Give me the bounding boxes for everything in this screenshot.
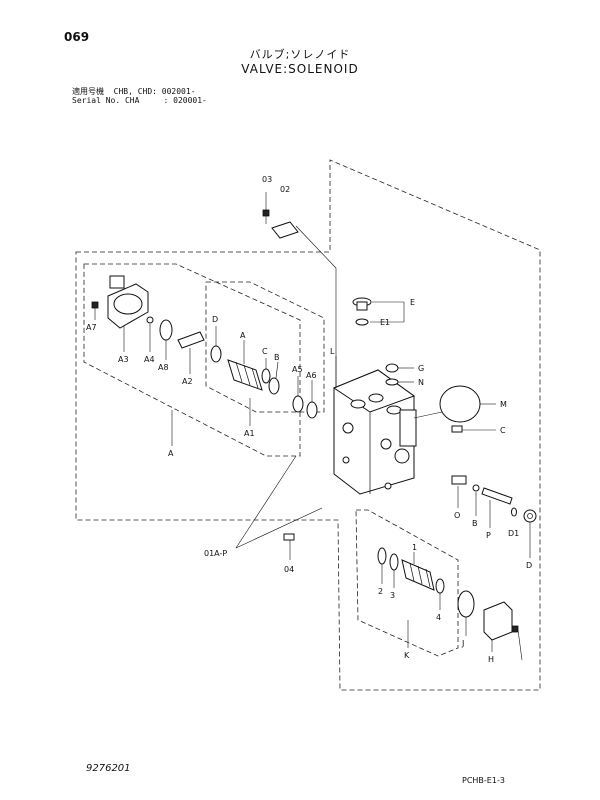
callout-a2: A2 [182, 377, 193, 386]
spool-a-upper [227, 340, 263, 391]
o-ring-n [385, 378, 414, 386]
leader-01a-p-1 [235, 507, 323, 549]
cover-h [483, 601, 513, 652]
drawing-number: 9276201 [86, 763, 131, 774]
callout-01a-p: 01A-P [204, 549, 227, 558]
ring-a6 [306, 380, 318, 419]
gasket-plate-02 [271, 221, 299, 239]
valve-body [332, 369, 417, 495]
group-outline-a1 [205, 281, 325, 413]
ring-a5 [292, 376, 304, 413]
callout-a4: A4 [144, 355, 155, 364]
valve-o [451, 475, 467, 508]
callout-h: H [488, 655, 494, 664]
callout-3: 3 [390, 591, 395, 600]
plug-g [385, 363, 414, 373]
callout-p: P [486, 531, 491, 540]
ring-b-upper [268, 361, 280, 395]
o-ring-3 [389, 553, 399, 588]
leader-01a-p-2 [235, 455, 297, 549]
group-outline-a [83, 263, 301, 457]
pin-04 [283, 533, 295, 560]
callout-j: J [461, 639, 464, 648]
callout-a5: A5 [292, 365, 303, 374]
callout-n: N [418, 378, 424, 387]
callout-d1: D1 [508, 529, 519, 538]
callout-a6: A6 [306, 371, 317, 380]
callout-2: 2 [378, 587, 383, 596]
bolt-h [511, 625, 523, 661]
callout-b-right: B [472, 519, 478, 528]
sheet-code: PCHB-E1-3 [462, 776, 505, 785]
ring-c-upper [261, 358, 271, 384]
callout-o: O [454, 511, 460, 520]
callout-4: 4 [436, 613, 441, 622]
spool-p [481, 487, 513, 528]
callout-m: M [500, 400, 507, 409]
screw-a7 [91, 301, 99, 320]
plug-e [352, 297, 405, 322]
callout-d-upper: D [212, 315, 218, 324]
washer-a4 [146, 316, 154, 352]
title-japanese: バルブ;ソレノイド [249, 48, 351, 61]
stem-a2 [177, 331, 205, 374]
callout-l: L [330, 347, 335, 356]
callout-03: 03 [262, 175, 272, 184]
callout-02: 02 [280, 185, 290, 194]
o-ring-a8 [159, 319, 173, 360]
cover-m [413, 385, 496, 423]
callout-c: C [500, 426, 506, 435]
serial-applicability-line-1: 適用号機 CHB, CHD: 002001- [72, 87, 196, 96]
leader-02-to-body [295, 225, 337, 390]
title-english: VALVE:SOLENOID [241, 62, 359, 76]
ring-b [472, 484, 480, 516]
callout-c-upper: C [262, 347, 268, 356]
screw-03 [262, 192, 270, 224]
callout-g: G [418, 364, 424, 373]
o-ring-j [457, 590, 475, 636]
group-outline-k [355, 509, 459, 657]
callout-1: 1 [412, 543, 417, 552]
callout-a8: A8 [158, 363, 169, 372]
ring-4 [435, 578, 445, 610]
callout-b-upper: B [274, 353, 280, 362]
o-ring-d-upper [210, 326, 222, 363]
callout-k: K [404, 651, 410, 660]
spool-1 [401, 552, 435, 591]
serial-applicability-line-2: Serial No. CHA : 020001- [72, 96, 207, 105]
callout-a1: A1 [244, 429, 255, 438]
solenoid-coil-a3 [107, 275, 149, 352]
callout-a-outer: A [168, 449, 174, 458]
ring-d1 [511, 507, 517, 517]
callout-04: 04 [284, 565, 294, 574]
callout-d-right: D [526, 561, 532, 570]
group-outline-01a-p [75, 159, 541, 691]
callout-a7: A7 [86, 323, 97, 332]
callout-a-upper: A [240, 331, 246, 340]
callout-e: E [410, 298, 415, 307]
callout-a3: A3 [118, 355, 129, 364]
o-ring-e1 [355, 318, 404, 326]
pin-c [451, 425, 496, 433]
o-ring-2 [377, 547, 387, 584]
page-number: 069 [64, 30, 90, 44]
plug-d [523, 509, 537, 558]
callout-e1: E1 [380, 318, 390, 327]
